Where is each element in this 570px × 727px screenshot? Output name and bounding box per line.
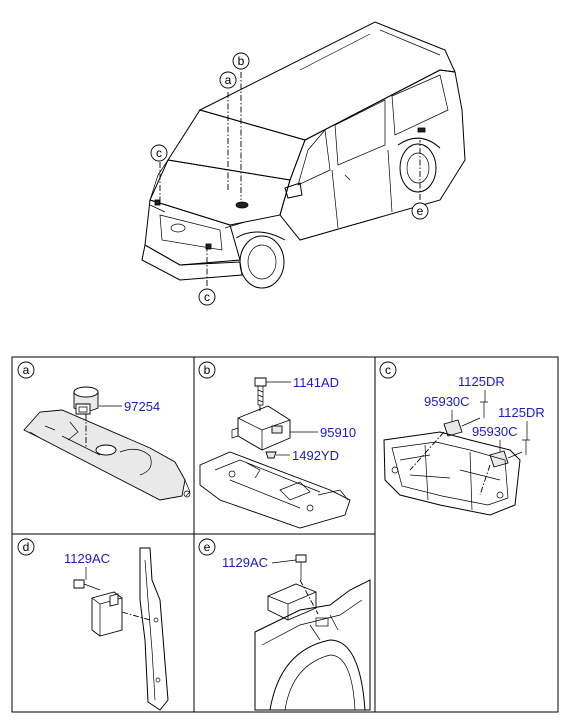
overview-leaders [159,72,421,286]
svg-text:b: b [204,363,211,377]
bolt-1125DR-bottom [507,439,530,459]
svg-text:c: c [156,146,162,160]
part-number-1492YD: 1492YD [292,448,339,463]
callout-c-overview-top: c [150,144,168,162]
part-number-95930C-bottom: 95930C [472,424,518,439]
sensor-side-e [267,583,317,621]
svg-text:c: c [385,363,391,377]
sensor-side-d [91,591,123,637]
bolt-1141AD [254,377,267,406]
svg-text:a: a [225,73,232,87]
part-number-1129AC-e: 1129AC [222,555,268,570]
callout-a-overview: a [219,71,237,89]
part-number-1141AD: 1141AD [293,375,339,390]
svg-text:d: d [23,540,30,554]
part-number-95910: 95910 [320,425,356,440]
svg-text:a: a [23,363,30,377]
svg-text:e: e [204,540,211,554]
panel-b: b 1141AD 95910 1492YD [198,361,356,529]
part-number-1125DR-bottom: 1125DR [498,405,545,420]
nut-1492YD [265,451,277,459]
sensor-95930C-top [443,419,463,437]
panel-a: a 97254 [17,361,191,501]
panel-d: d 1129AC [17,538,169,711]
panel-c: c 1125DR 95930C 1125DR 95930C [379,361,545,516]
svg-text:e: e [417,204,424,218]
part-number-95930C-top: 95930C [424,394,470,409]
bolt-1129AC-d [73,579,101,591]
sensor-97254 [73,386,99,415]
callout-b-overview: b [232,52,250,70]
panel-e: e 1129AC [198,538,371,711]
part-number-1125DR-top: 1125DR [458,374,505,389]
part-number-97254: 97254 [124,399,160,414]
callout-e-overview: e [411,202,429,220]
airbag-module-95910 [231,405,291,451]
bolt-1125DR-top [461,401,488,427]
panel-grid [11,356,559,713]
svg-text:c: c [204,290,210,304]
sensor-95930C-bottom [489,450,509,468]
part-number-1129AC-d: 1129AC [64,551,110,566]
bolt-1129AC-e [295,554,307,580]
callout-c-overview-bottom: c [198,288,216,306]
svg-text:b: b [238,54,245,68]
vehicle-illustration [141,21,466,289]
